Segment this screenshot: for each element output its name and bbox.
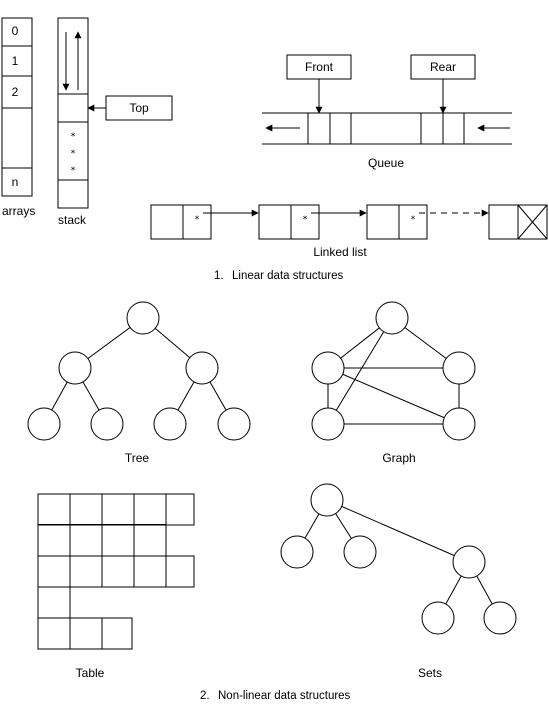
graph-diagram: Graph bbox=[311, 301, 476, 465]
front-label: Front bbox=[305, 60, 334, 74]
list-node bbox=[258, 204, 320, 240]
array-cell-n: n bbox=[12, 175, 19, 189]
arrays-label: arrays bbox=[2, 204, 35, 218]
sets-diagram: Sets bbox=[280, 483, 517, 680]
null-cross bbox=[517, 204, 548, 240]
graph-node bbox=[442, 351, 476, 385]
set-node bbox=[421, 601, 455, 635]
graph-node bbox=[375, 301, 409, 335]
stack-diagram: * * * stack Top bbox=[57, 17, 173, 227]
node-pointer-star: * bbox=[195, 215, 200, 225]
caption-number: 2. bbox=[200, 690, 210, 702]
stack-outline bbox=[57, 17, 89, 209]
sets-label: Sets bbox=[418, 666, 442, 680]
queue-label: Queue bbox=[368, 156, 404, 170]
stack-label: stack bbox=[58, 213, 87, 227]
caption-number: 1. bbox=[214, 270, 224, 282]
tree-node bbox=[153, 407, 187, 441]
tree-node bbox=[217, 407, 251, 441]
stack-star: * bbox=[71, 132, 76, 142]
set-node bbox=[343, 535, 377, 569]
tree-node bbox=[90, 407, 124, 441]
array-diagram: 0 1 2 n arrays bbox=[1, 17, 35, 218]
stack-star: * bbox=[71, 149, 76, 159]
array-outline bbox=[1, 17, 33, 197]
tree-node bbox=[58, 351, 92, 385]
graph-node bbox=[311, 407, 345, 441]
top-label: Top bbox=[129, 101, 149, 115]
set-node bbox=[310, 483, 344, 517]
list-node bbox=[366, 204, 428, 240]
set-node bbox=[280, 535, 314, 569]
table-label: Table bbox=[76, 666, 105, 680]
tree-node bbox=[27, 407, 61, 441]
caption-nonlinear: Non-linear data structures bbox=[218, 690, 351, 702]
array-cell-2: 2 bbox=[12, 85, 19, 99]
array-cell-0: 0 bbox=[12, 24, 19, 38]
rear-label: Rear bbox=[430, 60, 456, 74]
graph-node bbox=[442, 407, 476, 441]
node-pointer-star: * bbox=[411, 215, 416, 225]
set-node bbox=[483, 601, 517, 635]
linked-list-label: Linked list bbox=[313, 245, 367, 259]
caption-linear: Linear data structures bbox=[232, 270, 343, 282]
node-pointer-star: * bbox=[303, 215, 308, 225]
graph-label: Graph bbox=[382, 451, 415, 465]
graph-node bbox=[311, 351, 345, 385]
stack-star: * bbox=[71, 166, 76, 176]
queue-diagram: Front Rear Queue bbox=[262, 54, 512, 170]
set-node bbox=[452, 545, 486, 579]
tree-node bbox=[126, 301, 160, 335]
tree-label: Tree bbox=[125, 451, 150, 465]
rear-box bbox=[410, 54, 476, 80]
array-cell-1: 1 bbox=[12, 54, 19, 68]
table-diagram: Table bbox=[37, 493, 195, 680]
linked-list-diagram: * * * Linked list bbox=[150, 204, 548, 259]
tree-diagram: Tree bbox=[27, 301, 251, 465]
list-node bbox=[150, 204, 212, 240]
tree-node bbox=[185, 351, 219, 385]
